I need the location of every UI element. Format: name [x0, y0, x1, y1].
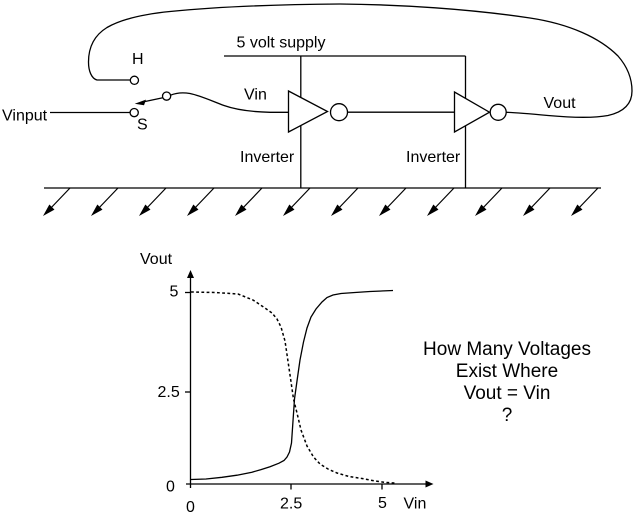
svg-text:0: 0 — [186, 499, 195, 516]
svg-text:Vinput: Vinput — [2, 108, 48, 125]
svg-text:5 volt supply: 5 volt supply — [237, 35, 326, 52]
svg-text:Vout: Vout — [544, 95, 577, 112]
svg-text:2.5: 2.5 — [280, 496, 302, 513]
svg-text:Vin: Vin — [244, 86, 267, 103]
svg-text:Exist Where: Exist Where — [456, 361, 558, 382]
svg-text:0: 0 — [166, 479, 175, 496]
svg-text:How Many Voltages: How Many Voltages — [423, 339, 591, 360]
svg-text:Vout: Vout — [140, 251, 173, 268]
svg-text:?: ? — [502, 405, 513, 426]
svg-text:H: H — [132, 51, 144, 68]
svg-text:2.5: 2.5 — [158, 384, 180, 401]
svg-text:5: 5 — [170, 284, 179, 301]
svg-text:Inverter: Inverter — [406, 149, 461, 166]
svg-text:S: S — [137, 117, 148, 134]
svg-text:5: 5 — [378, 495, 387, 512]
svg-text:Vin: Vin — [404, 496, 427, 513]
svg-text:Vout = Vin: Vout = Vin — [464, 383, 551, 404]
svg-text:Inverter: Inverter — [240, 149, 295, 166]
